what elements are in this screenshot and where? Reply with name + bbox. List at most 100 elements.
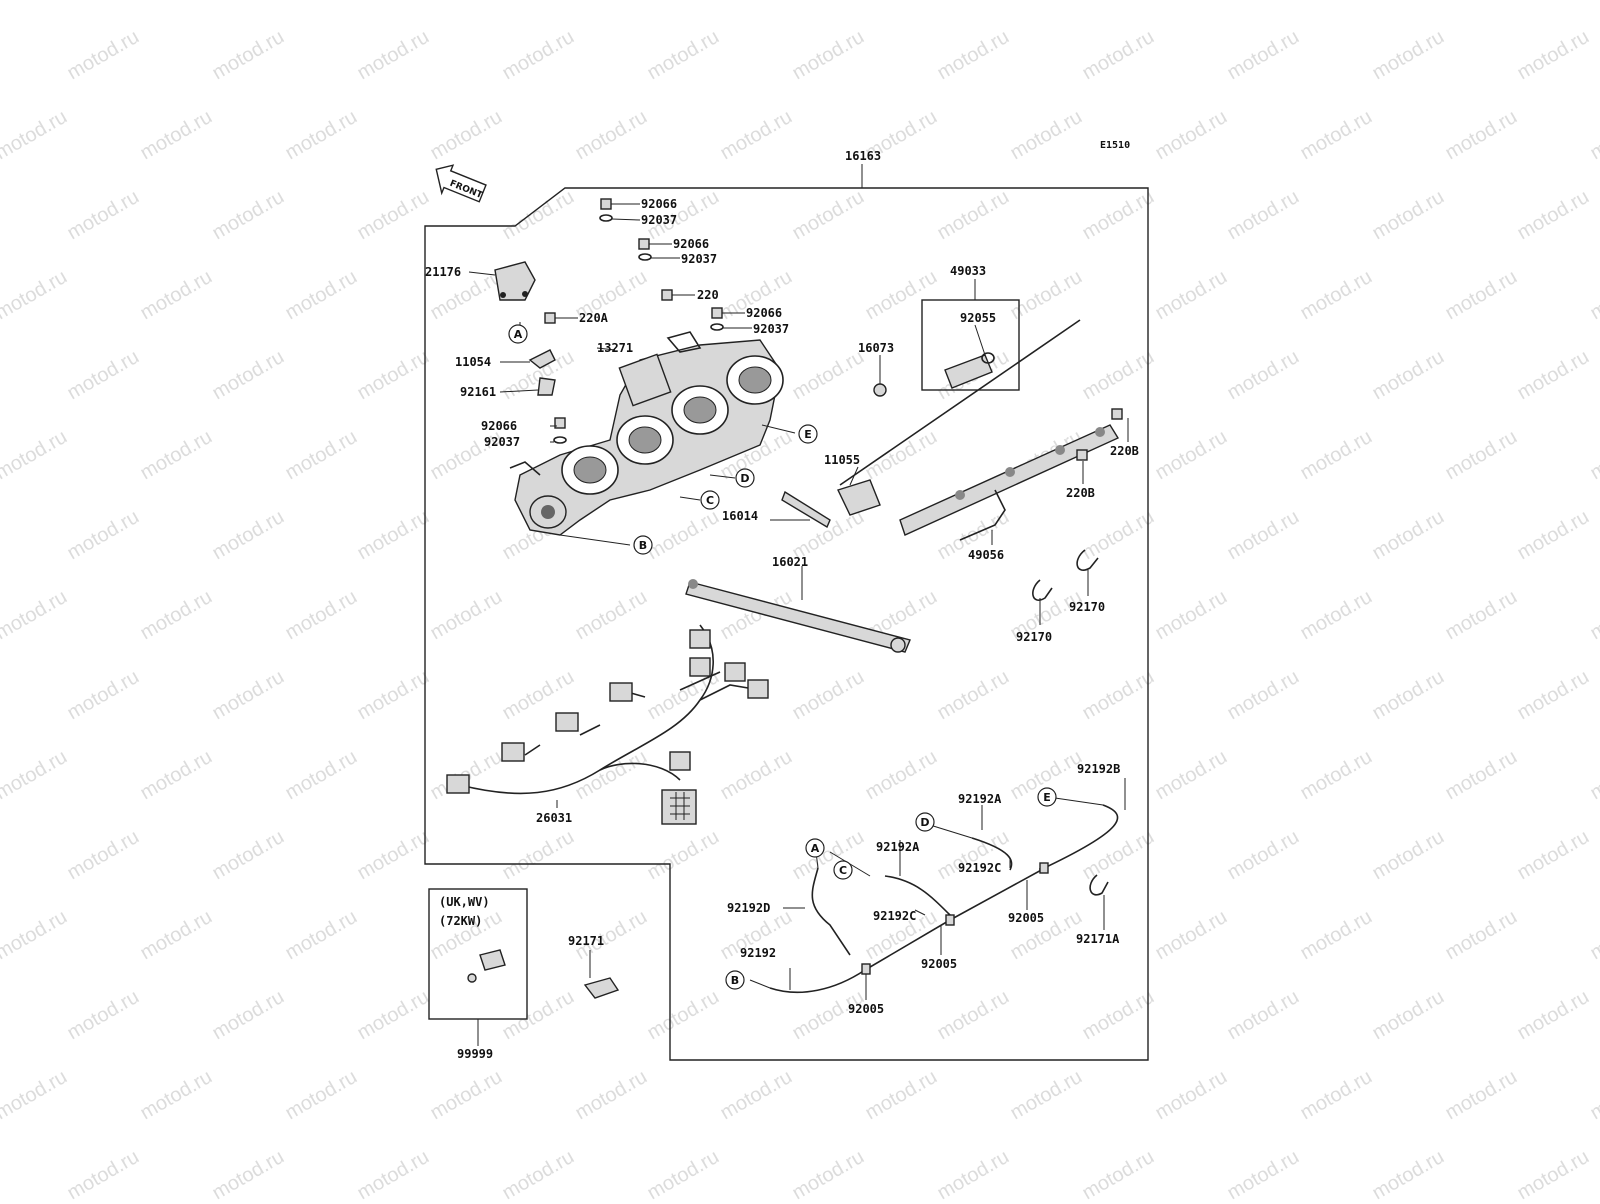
watermark: motod.ru xyxy=(354,826,433,885)
watermark: motod.ru xyxy=(1514,346,1593,405)
watermark: motod.ru xyxy=(1297,0,1376,4)
watermark: motod.ru xyxy=(0,746,71,805)
part-92171 xyxy=(585,978,618,998)
watermark: motod.ru xyxy=(1587,426,1600,485)
ref-letter-c: C xyxy=(834,861,852,879)
sensor-21176 xyxy=(495,262,535,300)
watermark: motod.ru xyxy=(209,186,288,245)
watermark: motod.ru xyxy=(1369,986,1448,1045)
part-label-49033: 49033 xyxy=(950,264,986,278)
watermark: motod.ru xyxy=(934,186,1013,245)
watermark: motod.ru xyxy=(354,26,433,85)
watermark: motod.ru xyxy=(427,1066,506,1125)
svg-text:C: C xyxy=(706,494,714,507)
watermark: motod.ru xyxy=(1152,266,1231,325)
watermark: motod.ru xyxy=(934,986,1013,1045)
watermark: motod.ru xyxy=(1442,266,1521,325)
watermark: motod.ru xyxy=(789,826,868,885)
watermark: motod.ru xyxy=(209,826,288,885)
ref-letter-e: E xyxy=(1038,788,1056,806)
joint-92005-1 xyxy=(1040,863,1048,873)
watermark: motod.ru xyxy=(1152,586,1231,645)
watermark: motod.ru xyxy=(644,506,723,565)
part-label-92170b: 92170 xyxy=(1069,600,1105,614)
main-connector xyxy=(662,790,696,824)
watermark: motod.ru xyxy=(1152,1066,1231,1125)
watermark: motod.ru xyxy=(1514,26,1593,85)
part-label-92005b: 92005 xyxy=(921,957,957,971)
watermark: motod.ru xyxy=(1007,106,1086,165)
watermark: motod.ru xyxy=(64,186,143,245)
watermark: motod.ru xyxy=(209,26,288,85)
watermark: motod.ru xyxy=(789,346,868,405)
watermark: motod.ru xyxy=(137,1066,216,1125)
watermark: motod.ru xyxy=(862,746,941,805)
watermark: motod.ru xyxy=(1224,506,1303,565)
watermark: motod.ru xyxy=(0,906,71,965)
watermark: motod.ru xyxy=(934,666,1013,725)
connector-9 xyxy=(670,752,690,770)
watermark: motod.ru xyxy=(1079,666,1158,725)
watermark: motod.ru xyxy=(1079,506,1158,565)
part-label-92192Ca: 92192C xyxy=(958,861,1001,875)
part-label-92005c: 92005 xyxy=(848,1002,884,1016)
connector-2 xyxy=(502,743,524,761)
watermark: motod.ru xyxy=(282,746,361,805)
watermark: motod.ru xyxy=(1152,906,1231,965)
svg-text:E: E xyxy=(804,428,812,441)
watermark: motod.ru xyxy=(354,1146,433,1200)
watermark: motod.ru xyxy=(64,826,143,885)
part-label-92037d: 92037 xyxy=(484,435,520,449)
watermark: motod.ru xyxy=(1514,666,1593,725)
part-label-11054: 11054 xyxy=(455,355,491,369)
clip-92037-3 xyxy=(711,324,723,330)
shaft-16021 xyxy=(686,579,910,652)
part-label-92171A: 92171A xyxy=(1076,932,1120,946)
ref-letter-b: B xyxy=(634,536,652,554)
watermark: motod.ru xyxy=(0,426,71,485)
watermark: motod.ru xyxy=(1369,186,1448,245)
watermark: motod.ru xyxy=(1369,346,1448,405)
watermark: motod.ru xyxy=(1079,826,1158,885)
watermark: motod.ru xyxy=(1442,106,1521,165)
clip-92037-4 xyxy=(554,437,566,443)
watermark: motod.ru xyxy=(137,906,216,965)
watermark: motod.ru xyxy=(1297,106,1376,165)
watermark: motod.ru xyxy=(1079,1146,1158,1200)
bracket-99999 xyxy=(480,950,505,970)
svg-text:D: D xyxy=(920,816,929,829)
cap-92066-2 xyxy=(639,239,649,249)
watermark: motod.ru xyxy=(717,106,796,165)
watermark: motod.ru xyxy=(137,0,216,4)
watermark: motod.ru xyxy=(1152,426,1231,485)
watermark: motod.ru xyxy=(1079,26,1158,85)
watermark: motod.ru xyxy=(0,0,71,4)
watermark: motod.ru xyxy=(209,346,288,405)
watermark: motod.ru xyxy=(1514,986,1593,1045)
wiring-harness-26031 xyxy=(447,625,768,824)
watermark: motod.ru xyxy=(934,26,1013,85)
watermark: motod.ru xyxy=(1587,1066,1600,1125)
watermark: motod.ru xyxy=(717,0,796,4)
cap-92066-1 xyxy=(601,199,611,209)
part-label-220: 220 xyxy=(697,288,719,302)
watermark: motod.ru xyxy=(209,666,288,725)
watermark: motod.ru xyxy=(1224,346,1303,405)
front-arrow-icon: FRONT xyxy=(429,160,490,208)
part-label-92066b: 92066 xyxy=(673,237,709,251)
watermark: motod.ru xyxy=(1442,746,1521,805)
watermark: motod.ru xyxy=(1587,106,1600,165)
part-label-92192D: 92192D xyxy=(727,901,770,915)
joint-92005-2 xyxy=(946,915,954,925)
connector-4 xyxy=(610,683,632,701)
svg-text:B: B xyxy=(639,539,647,552)
watermark: motod.ru xyxy=(862,266,941,325)
ref-letter-b: B xyxy=(726,971,744,989)
watermark: motod.ru xyxy=(1079,986,1158,1045)
part-label-92037b: 92037 xyxy=(681,252,717,266)
watermark: motod.ru xyxy=(64,1146,143,1200)
screw-220A xyxy=(545,313,555,323)
watermark: motod.ru xyxy=(1514,506,1593,565)
watermark: motod.ru xyxy=(934,1146,1013,1200)
